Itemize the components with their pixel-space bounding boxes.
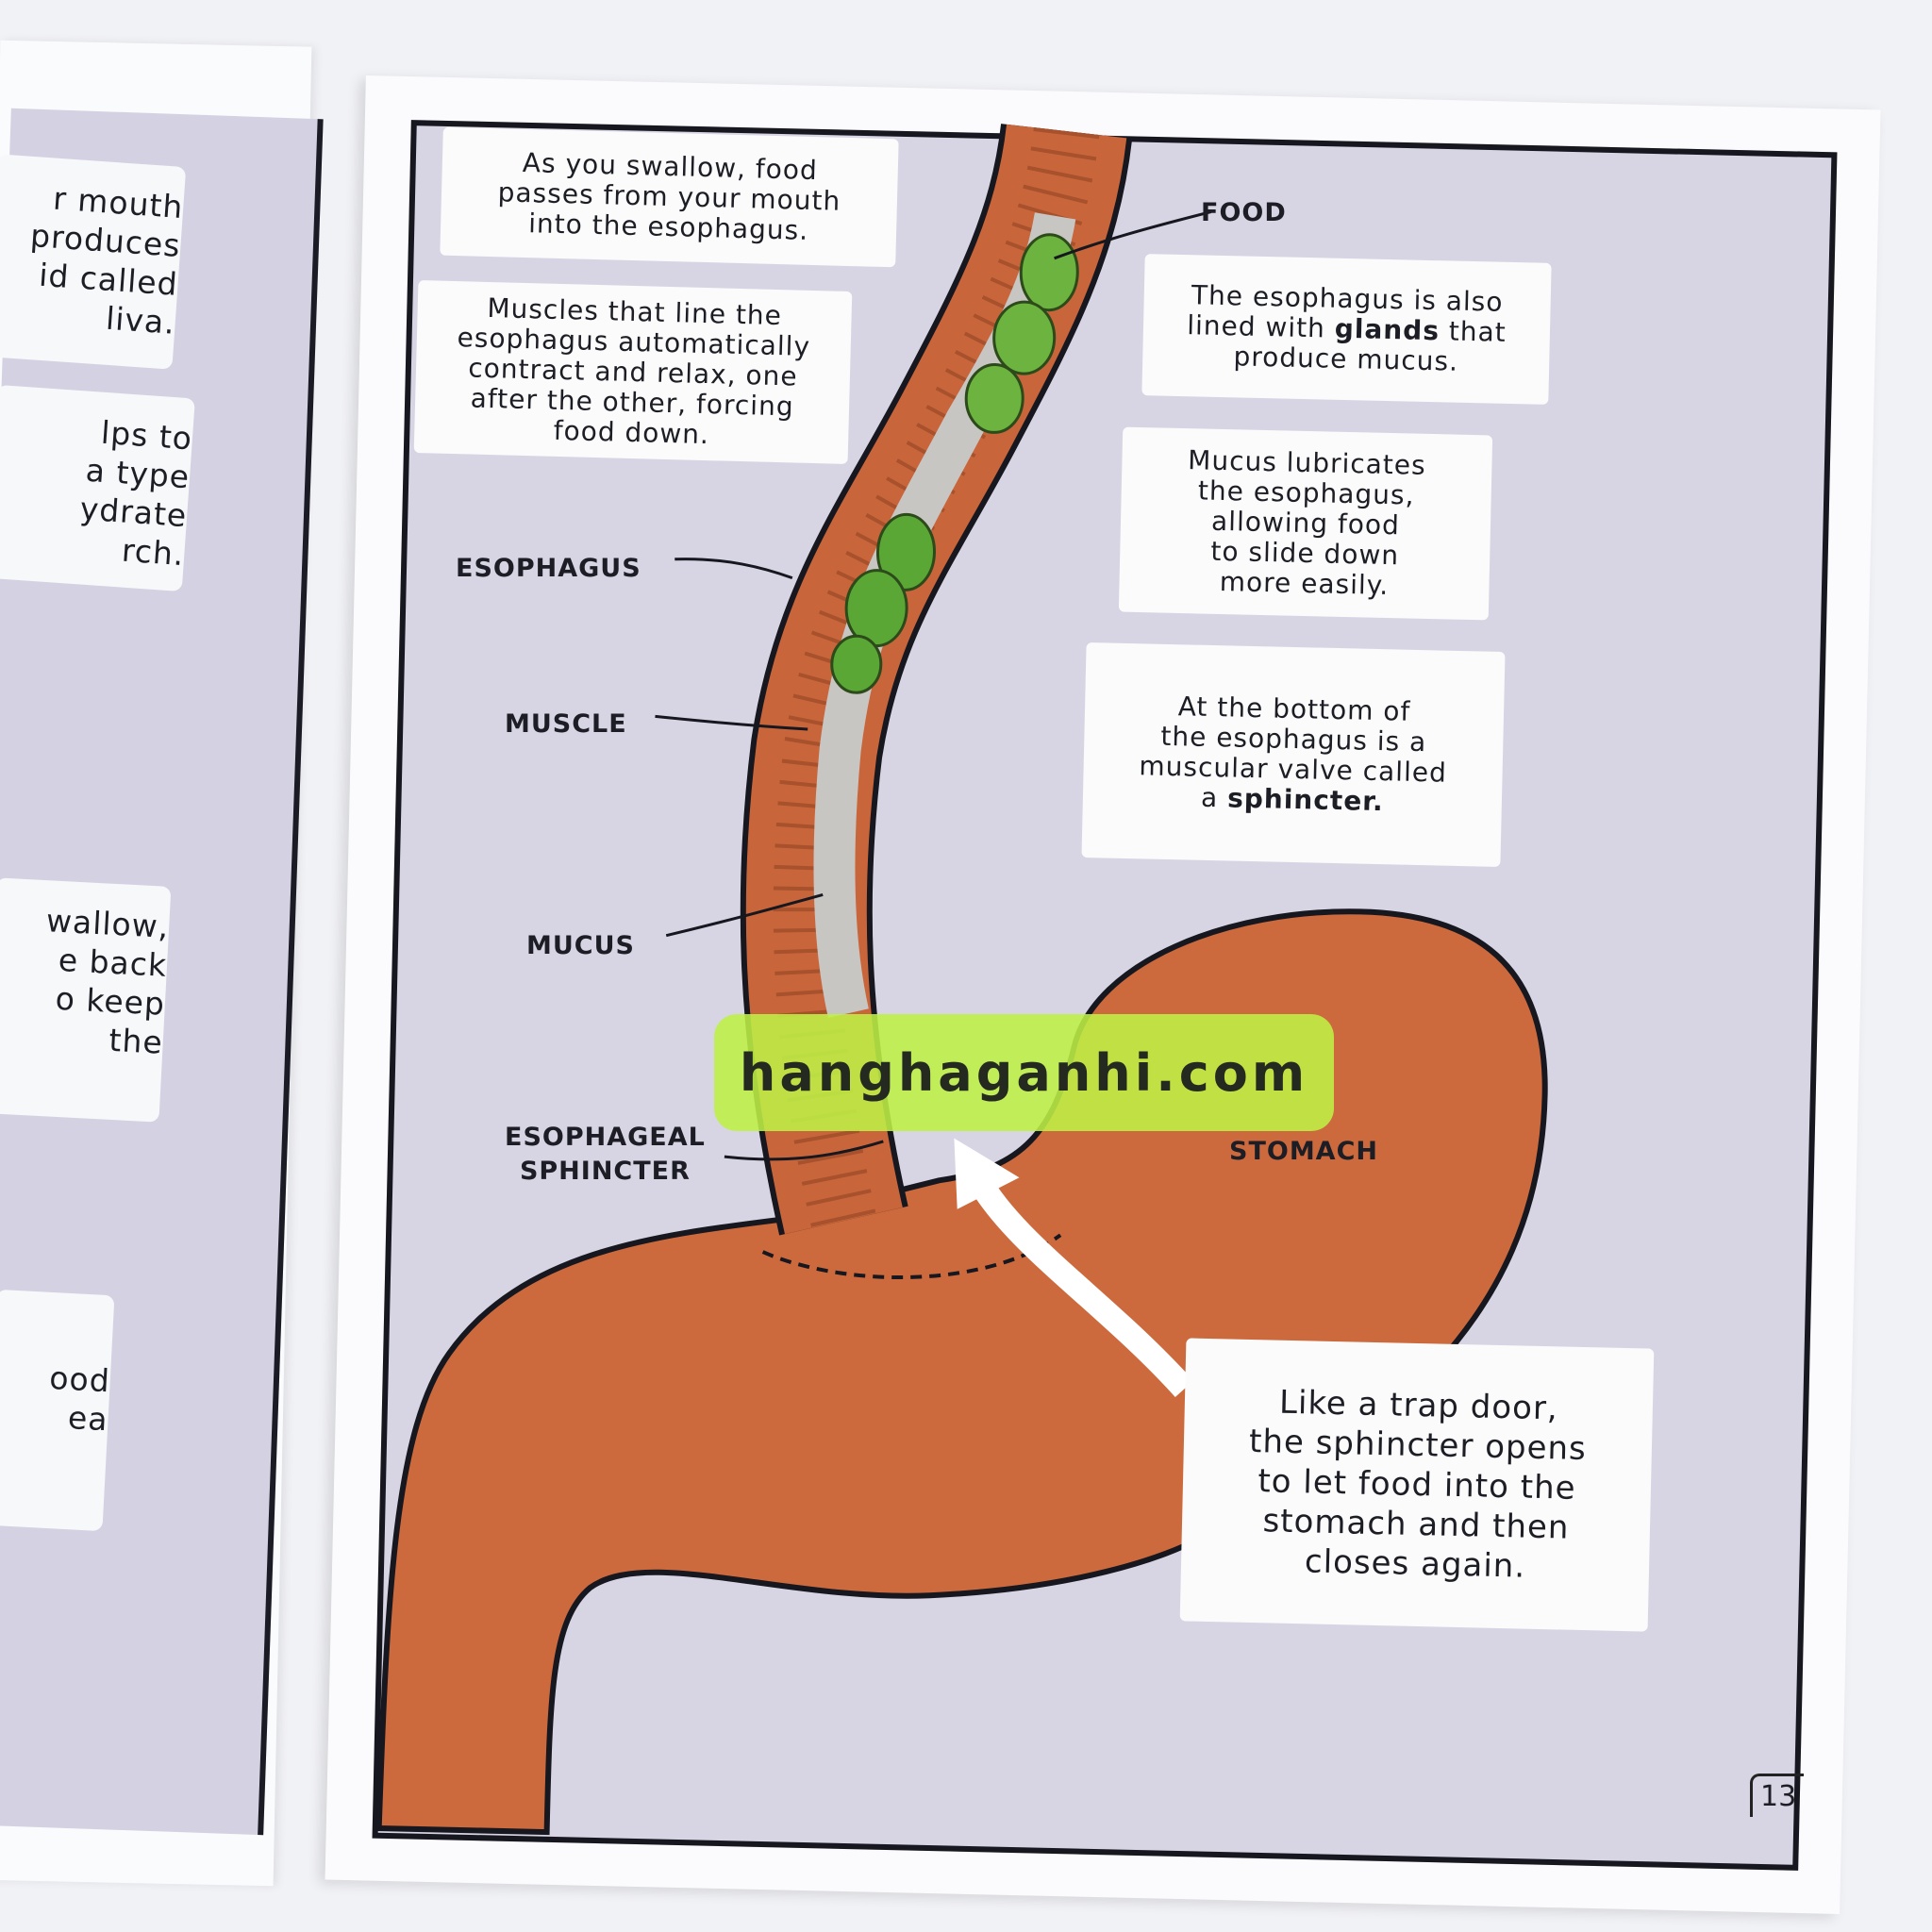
label-esophageal-sphincter: ESOPHAGEAL SPHINCTER bbox=[505, 1123, 706, 1186]
food-bolus-upper bbox=[964, 233, 1079, 434]
food-bolus-lower bbox=[830, 512, 936, 694]
label-esophagus: ESOPHAGUS bbox=[456, 554, 641, 583]
label-food: FOOD bbox=[1201, 198, 1287, 227]
label-leaders bbox=[655, 210, 1212, 1161]
watermark: hanghaganhi.com bbox=[714, 1014, 1334, 1131]
caption-glands: The esophagus is also lined with glands … bbox=[1141, 254, 1552, 405]
label-stomach: STOMACH bbox=[1229, 1137, 1378, 1166]
caption-mucus: Mucus lubricates the esophagus, allowing… bbox=[1118, 426, 1493, 621]
label-mucus: MUCUS bbox=[526, 931, 635, 960]
caption-muscles: Muscles that line the esophagus automati… bbox=[413, 280, 853, 464]
arrow-head-icon bbox=[954, 1138, 1020, 1209]
stomach bbox=[375, 908, 1548, 1836]
caption-trapdoor: Like a trap door, the sphincter opens to… bbox=[1179, 1338, 1655, 1632]
caption-swallow: As you swallow, food passes from your mo… bbox=[440, 126, 899, 268]
arrow-icon bbox=[966, 1170, 1194, 1397]
label-muscle: MUSCLE bbox=[505, 709, 627, 739]
page-number: 13 bbox=[1750, 1774, 1805, 1817]
caption-sphincter: At the bottom of the esophagus is a musc… bbox=[1081, 641, 1506, 868]
